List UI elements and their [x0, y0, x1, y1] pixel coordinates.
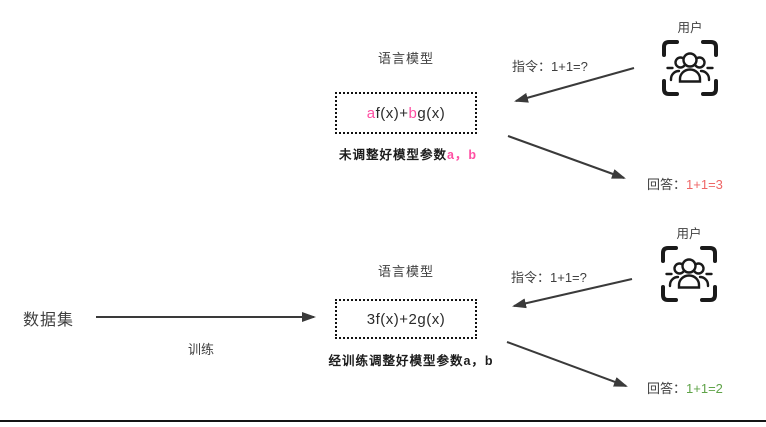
formula-bottom: 3f(x)+2g(x)	[366, 310, 446, 328]
model-box-bottom: 3f(x)+2g(x)	[335, 299, 477, 339]
answer-bottom-value: 1+1=2	[686, 381, 723, 396]
answer-top-label: 回答：	[647, 177, 687, 192]
caption-top-params: a，b	[446, 148, 478, 162]
answer-arrow-top	[507, 135, 626, 179]
caption-top: 未调整好模型参数a，b	[328, 144, 488, 163]
user-group-icon-bottom	[661, 246, 717, 302]
formula-g: g(x)	[417, 104, 446, 122]
answer-bottom-label: 回答：	[647, 381, 687, 396]
answer-top-value: 1+1=3	[686, 177, 723, 192]
formula-f: f(x)+	[375, 104, 409, 122]
caption-bottom: 经训练调整好模型参数a，b	[328, 354, 494, 368]
instruction-label-bottom: 指令：1+1=?	[511, 270, 587, 285]
training-label: 训练	[188, 342, 215, 357]
answer-top: 回答：1+1=3	[647, 174, 723, 193]
user-label-top: 用户	[677, 21, 703, 35]
user-group-icon-top	[662, 40, 718, 96]
model-title-top: 语言模型	[377, 51, 434, 66]
caption-top-text: 未调整好模型参数	[338, 148, 447, 162]
param-b: b	[408, 104, 418, 122]
answer-arrow-bottom	[506, 341, 628, 387]
user-label-bottom: 用户	[676, 227, 702, 241]
page-edge-line	[0, 420, 766, 422]
answer-bottom: 回答：1+1=2	[647, 378, 723, 397]
param-a: a	[366, 104, 376, 122]
formula-top: af(x)+bg(x)	[367, 105, 445, 122]
instruction-label-top: 指令：1+1=?	[512, 59, 588, 74]
dataset-label: 数据集	[23, 312, 75, 329]
model-box-top: af(x)+bg(x)	[335, 92, 477, 134]
model-title-bottom: 语言模型	[377, 264, 434, 279]
